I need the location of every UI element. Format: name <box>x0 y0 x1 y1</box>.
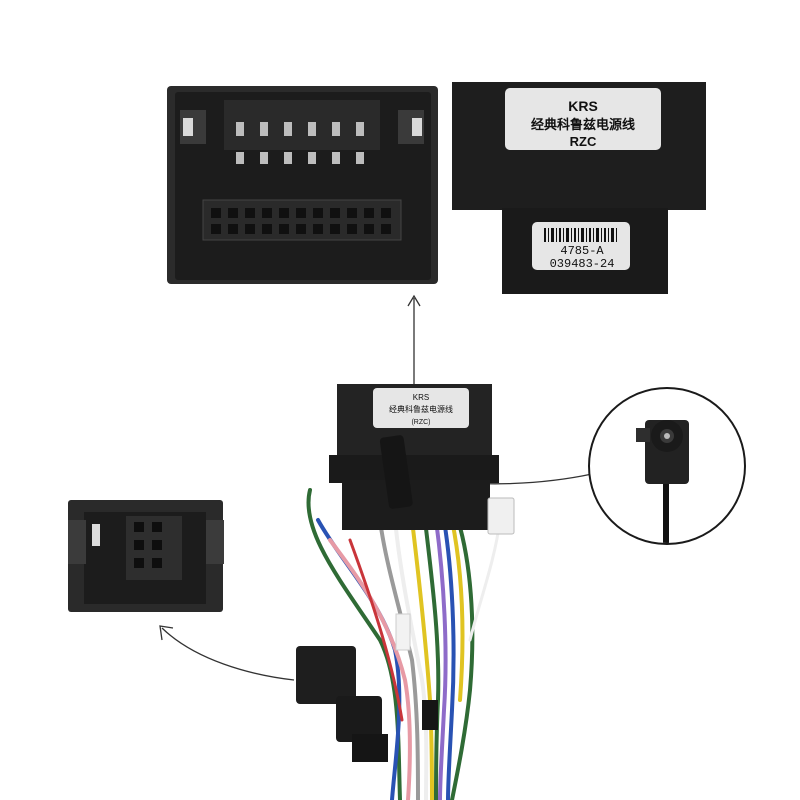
label-brand: KRS <box>568 98 598 114</box>
barcode-serial: 039483-24 <box>550 257 615 271</box>
product-label <box>505 88 661 150</box>
small-label-description: 经典科鲁兹电源线 <box>389 404 453 414</box>
barcode <box>544 228 617 242</box>
label-description: 经典科鲁兹电源线 <box>531 117 635 132</box>
barcode-code: 4785-A <box>560 244 604 258</box>
small-label-model: (RZC) <box>411 419 430 426</box>
label-model: RZC <box>570 134 597 149</box>
wire-harness: KRS 经典科鲁兹电源线 (RZC) <box>296 384 515 800</box>
connector-front-view <box>167 86 438 284</box>
small-connector <box>68 500 224 612</box>
antenna-connector-detail <box>588 387 746 545</box>
arrow-to-small-connector <box>161 627 295 681</box>
connector-label-view: KRS 经典科鲁兹电源线 RZC 4785-A 039483-24 <box>452 82 706 294</box>
small-product-label <box>373 388 469 428</box>
small-label-brand: KRS <box>413 393 429 402</box>
